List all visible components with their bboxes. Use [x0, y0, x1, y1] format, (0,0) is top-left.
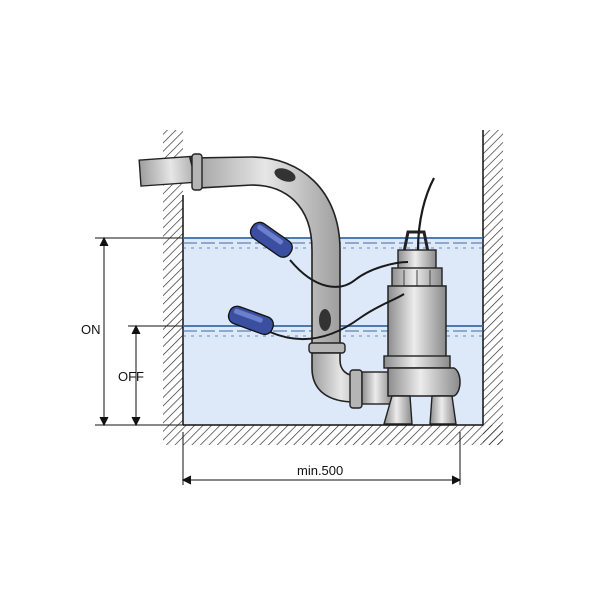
off-dimension — [128, 324, 183, 427]
off-label: OFF — [118, 369, 144, 384]
width-dimension — [181, 432, 462, 485]
lower-float-cable — [269, 293, 405, 341]
upper-float-switch — [249, 221, 293, 258]
right-wall — [483, 130, 503, 445]
left-wall — [163, 130, 183, 425]
width-label: min.500 — [297, 463, 343, 478]
lower-float-switch — [227, 305, 275, 336]
power-cable — [416, 177, 435, 251]
sump-floor — [163, 425, 503, 445]
on-dimension — [95, 236, 183, 427]
upper-float-cable — [289, 259, 409, 288]
discharge-pipe — [138, 153, 371, 409]
on-label: ON — [81, 322, 101, 337]
submersible-pump — [361, 230, 461, 425]
